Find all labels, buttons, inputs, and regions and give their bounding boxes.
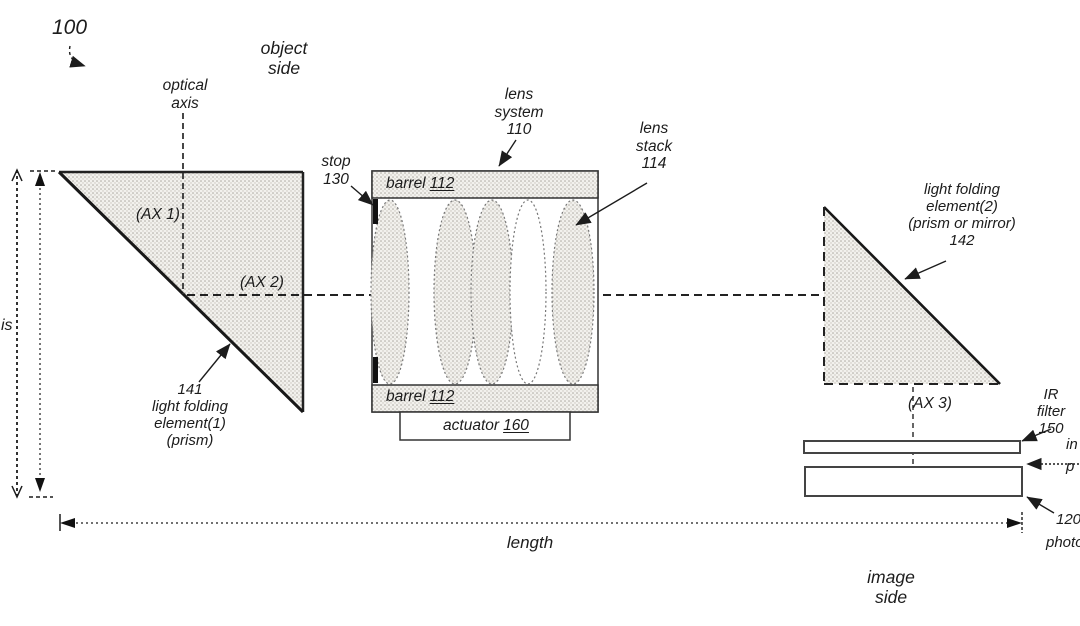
ir-filter-label: IR filter 150: [1037, 386, 1066, 437]
lens-system-arrow: [499, 140, 516, 166]
ir-filter-shape: [804, 441, 1020, 453]
figure-ref-label: 100: [52, 16, 87, 40]
ax1-label: (AX 1): [136, 206, 180, 224]
barrel-bottom-label: barrel112: [386, 388, 454, 406]
stop-arrow: [351, 186, 373, 205]
prism-1-shape: [59, 172, 303, 412]
ax2-label: (AX 2): [240, 274, 284, 292]
optical-axis-label: optical axis: [163, 77, 208, 112]
photosensor-num-label: 120: [1056, 511, 1080, 528]
photosensor-shape: [805, 467, 1022, 496]
element2-arrow: [905, 261, 946, 279]
stop-label: stop 130: [321, 153, 350, 188]
height-dimension-inner: [29, 171, 57, 497]
barrel-top-label: barrel112: [386, 175, 454, 193]
height-dimension-outer: [12, 170, 22, 497]
stop-mark-bottom: [373, 357, 378, 383]
image-plane-cut-label: in p: [1066, 434, 1078, 478]
folding-element1-label: 141 light folding element(1) (prism): [152, 381, 228, 449]
stop-mark-top: [373, 199, 378, 224]
lens-stack-label: lens stack 114: [636, 120, 672, 173]
figure-ref-arrow: [70, 46, 85, 66]
height-cut-label: is: [1, 317, 13, 335]
ax3-label: (AX 3): [908, 395, 952, 413]
length-label: length: [507, 533, 553, 552]
photosensor-cut-label: photose: [1046, 534, 1080, 551]
photosensor-arrow: [1027, 497, 1054, 513]
actuator-label: actuator160: [443, 417, 529, 435]
object-side-label: object side: [261, 39, 308, 79]
folding-element2-label: light folding element(2) (prism or mirro…: [908, 181, 1015, 249]
element1-arrow: [199, 344, 230, 382]
image-side-label: image side: [867, 568, 915, 608]
length-dimension: [60, 512, 1022, 533]
lens-system-label: lens system 110: [494, 86, 543, 139]
